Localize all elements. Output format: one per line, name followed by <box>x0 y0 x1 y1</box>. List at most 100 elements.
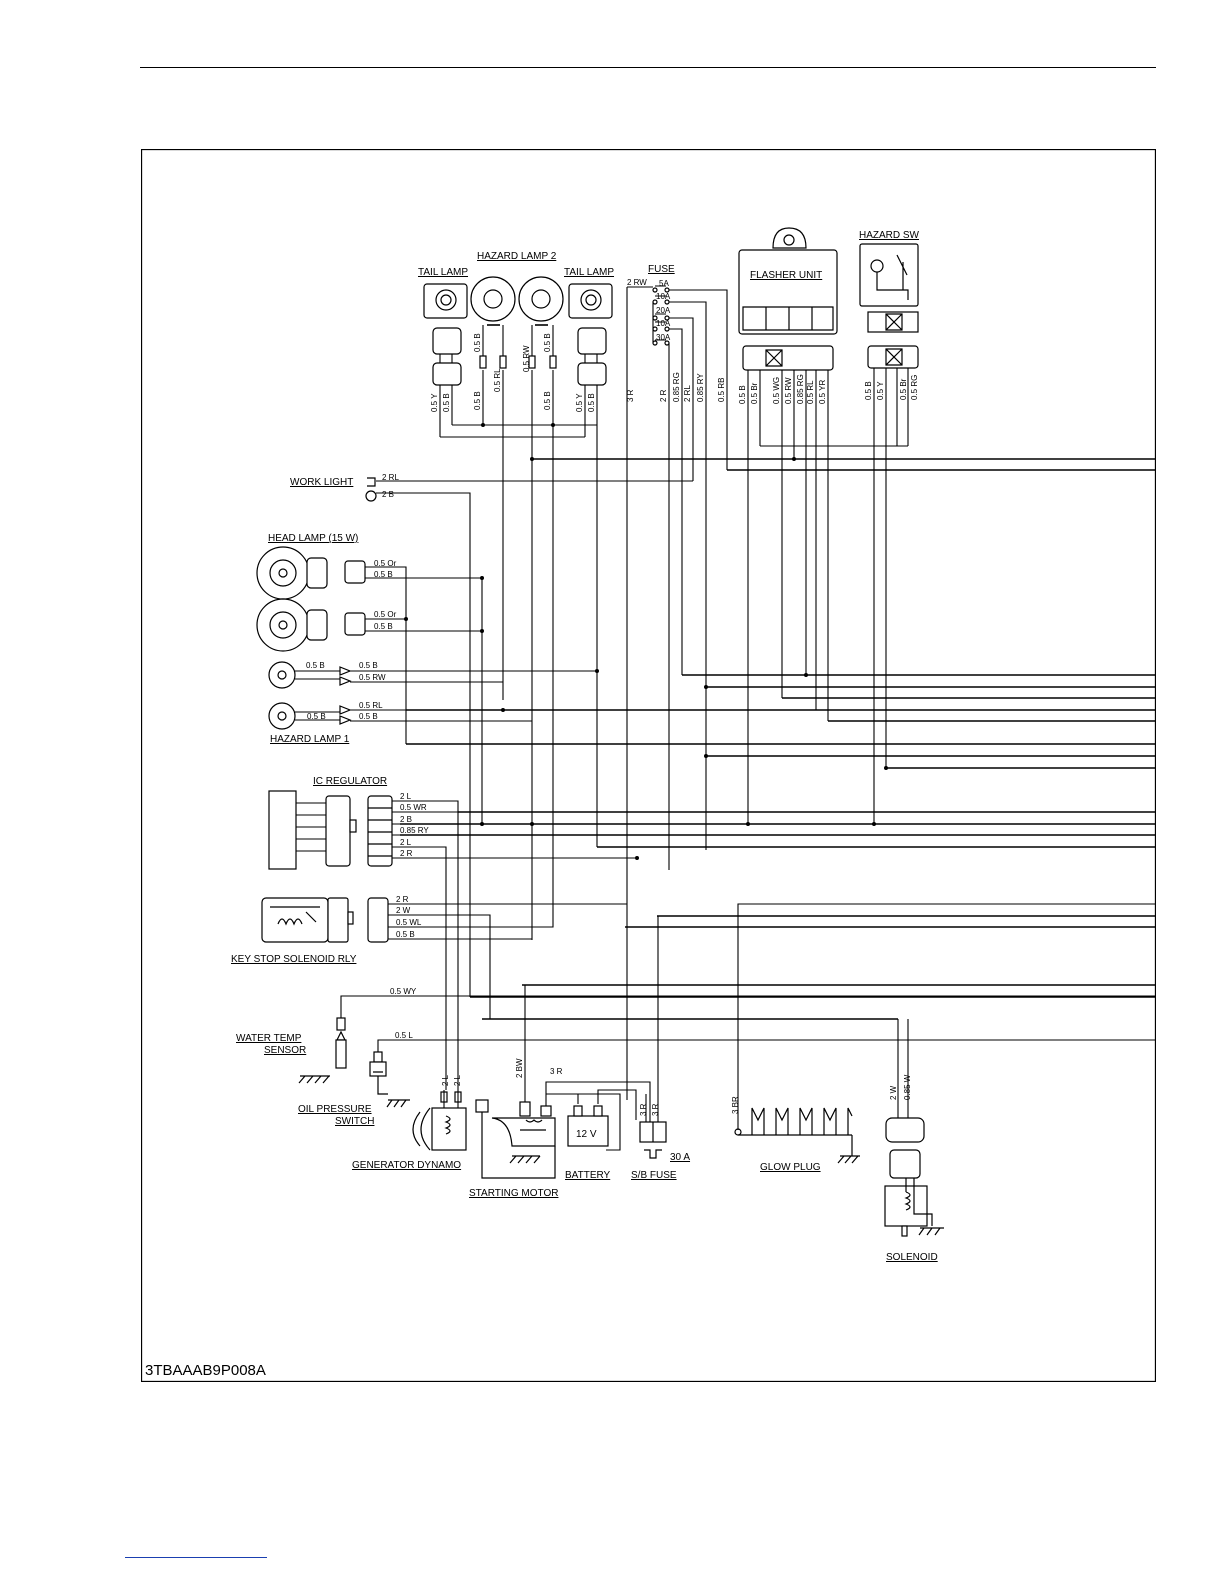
page-header-rule <box>140 67 1156 68</box>
tail-lamp-left <box>423 283 468 437</box>
tail-lamp-right <box>568 283 613 847</box>
water-temp-sensor <box>298 995 1156 1084</box>
wire-label: 3 R <box>550 1067 563 1076</box>
wire-label: 3 R <box>639 1103 648 1116</box>
label-flasher-unit: FLASHER UNIT <box>750 270 822 281</box>
label-head-lamp: HEAD LAMP (15 W) <box>268 533 358 544</box>
hazard-lamp-1-upper <box>268 661 597 689</box>
label-hazard-lamp-2: HAZARD LAMP 2 <box>477 251 557 262</box>
wire-label: 2 RL <box>382 473 399 482</box>
wire-label: 2 R <box>396 895 409 904</box>
wire-label: 0.5 Br <box>899 378 908 400</box>
battery <box>546 1089 637 1151</box>
label-water-temp-sensor-line1: WATER TEMP <box>236 1033 302 1044</box>
label-work-light: WORK LIGHT <box>290 477 353 488</box>
wire-label: 0.5 B <box>374 570 393 579</box>
ic-regulator <box>268 790 700 1090</box>
label-oil-pressure-switch-line2: SWITCH <box>335 1116 374 1127</box>
footer-link-rule <box>125 1557 267 1558</box>
wire-label: 0.5 Or <box>374 559 397 568</box>
wire-label: 0.5 WY <box>390 987 417 996</box>
label-sb-fuse: S/B FUSE <box>631 1170 677 1181</box>
label-tail-lamp-right: TAIL LAMP <box>564 267 614 278</box>
wire-label: 0.5 RW <box>784 377 793 404</box>
wire-label: 2 R <box>659 389 668 402</box>
wire-label: 0.5 WG <box>772 377 781 404</box>
fuse-rating-2: 10A <box>656 292 671 301</box>
wire-label: 0.5 Or <box>374 610 397 619</box>
hazard-lamp-1-lower <box>268 702 532 730</box>
wire-label: 2 R <box>400 849 413 858</box>
wire-label: 3 BR <box>731 1096 740 1114</box>
wire-label: 0.5 RL <box>806 380 815 404</box>
wire-label: 2 BW <box>515 1058 524 1078</box>
wire-label: 0.5 Y <box>575 393 584 412</box>
wire-label: 2 L <box>400 792 412 801</box>
fuse-rating-1: 5A <box>659 279 669 288</box>
sb-fuse <box>639 916 667 1159</box>
wire-label: 0.5 RB <box>717 378 726 402</box>
label-water-temp-sensor-line2: SENSOR <box>264 1045 306 1056</box>
wire-label: 0.5 B <box>359 712 378 721</box>
wire-label: 0.5 B <box>396 930 415 939</box>
label-fuse: FUSE <box>648 264 675 275</box>
wire-label: 2 RL <box>683 385 692 402</box>
tail-lamp-ground-bus <box>440 424 597 438</box>
wire-label: 0.5 B <box>587 393 596 412</box>
wire-label: 0.85 RG <box>672 372 681 402</box>
fuse-box <box>626 285 728 1100</box>
wire-label: 0.5 B <box>473 391 482 410</box>
label-solenoid: SOLENOID <box>886 1252 938 1263</box>
wire-label: 0.5 RL <box>359 701 383 710</box>
label-starting-motor: STARTING MOTOR <box>469 1188 558 1199</box>
wire-label: 2 W <box>396 906 411 915</box>
hazard-switch <box>859 243 919 824</box>
generator-dynamo <box>412 1090 467 1151</box>
figure-id: 3TBAAAB9P008A <box>145 1362 266 1379</box>
label-glow-plug: GLOW PLUG <box>760 1162 821 1173</box>
label-tail-lamp-left: TAIL LAMP <box>418 267 468 278</box>
wire-label: 0.85 RY <box>696 373 705 402</box>
wire-label: 0.5 WL <box>396 918 422 927</box>
wire-label: 0.85 W <box>903 1074 912 1100</box>
diagram-frame <box>141 149 1156 1382</box>
fuse-rating-4: 10A <box>656 319 671 328</box>
wire-label: 3 R <box>626 389 635 402</box>
wire-label: 0.5 B <box>374 622 393 631</box>
wire-label: 0.5 L <box>395 1031 413 1040</box>
work-light <box>365 477 693 997</box>
wire-label: 0.5 B <box>738 385 747 404</box>
wire-label: 0.5 B <box>543 391 552 410</box>
label-battery-voltage: 12 V <box>576 1129 597 1140</box>
wire-label: 2 RW <box>627 278 647 287</box>
label-hazard-sw: HAZARD SW <box>859 230 920 241</box>
hazard-lamp-2-right <box>518 276 564 940</box>
wire-label: 0.5 Y <box>876 381 885 400</box>
harness-bus-lines <box>400 458 1156 1020</box>
wire-label: 0.5 RG <box>910 375 919 400</box>
flasher-unit <box>738 227 908 824</box>
wire-label: 2 L <box>400 838 412 847</box>
wire-label: 0.5 WR <box>400 803 427 812</box>
wire-label: 0.5 B <box>306 661 325 670</box>
wire-label: 0.5 Y <box>430 393 439 412</box>
wiring-diagram: TAIL LAMP HAZARD LAMP 2 TAIL LAMP FUSE F… <box>141 149 1156 1382</box>
label-ic-regulator: IC REGULATOR <box>313 776 387 787</box>
wire-label: 0.85 RY <box>400 826 429 835</box>
wire-label: 0.5 RL <box>493 368 502 392</box>
wire-label: 0.5 B <box>543 333 552 352</box>
wire-label: 2 L <box>453 1074 462 1086</box>
wire-label: 0.85 RG <box>796 374 805 404</box>
glow-plug <box>734 903 1156 1164</box>
wire-label: 2 L <box>441 1074 450 1086</box>
label-generator-dynamo: GENERATOR DYNAMO <box>352 1160 461 1171</box>
wire-label: 2 W <box>889 1085 898 1100</box>
wire-label: 2 B <box>382 490 394 499</box>
fuse-rating-5: 30A <box>656 333 671 342</box>
oil-pressure-switch <box>369 1039 1156 1108</box>
solenoid <box>884 1019 944 1237</box>
head-lamp-2 <box>256 598 482 652</box>
label-hazard-lamp-1: HAZARD LAMP 1 <box>270 734 350 745</box>
starting-motor <box>475 984 651 1179</box>
label-battery: BATTERY <box>565 1170 611 1181</box>
